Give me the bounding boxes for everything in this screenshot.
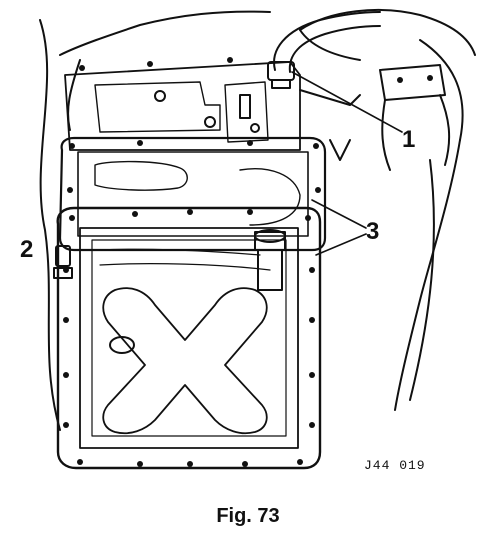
leader-line-1	[291, 71, 403, 133]
callout-2: 2	[20, 236, 34, 263]
callout-1: 1	[402, 126, 416, 153]
flange-bolt-holes	[63, 57, 433, 467]
oil-pan	[56, 206, 322, 470]
drain-plug	[53, 245, 73, 279]
figure-caption: Fig. 73	[216, 505, 280, 527]
callout-3: 3	[366, 218, 380, 245]
leader-line-3b	[315, 233, 367, 256]
drawing-code: J44 019	[364, 458, 426, 473]
leader-line-3a	[311, 199, 367, 229]
pan-stiffening-cross	[102, 287, 268, 435]
